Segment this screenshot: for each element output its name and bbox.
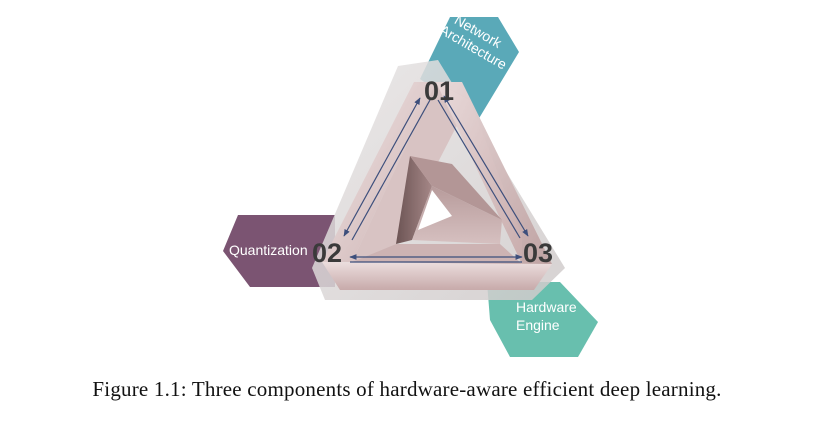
triangle-outer-bottom-face (322, 262, 552, 290)
figure-caption: Figure 1.1: Three components of hardware… (92, 377, 722, 401)
quantization-tab (223, 215, 335, 287)
hardware-engine-tab (487, 282, 598, 357)
node-number-03: 03 (523, 238, 553, 268)
arrow-01-to-02 (343, 97, 421, 237)
hardware-engine-label-line2: Engine (516, 317, 560, 333)
quantization-label: Quantization (229, 242, 308, 258)
node-number-02: 02 (312, 238, 342, 268)
node-number-01: 01 (424, 76, 454, 106)
triangle-inner-hole (418, 190, 452, 230)
arrow-01-to-02-second (351, 99, 431, 241)
arrow-01-to-03 (443, 95, 529, 237)
arrow-01-to-03-second (437, 99, 521, 239)
hardware-engine-label-line1: Hardware (516, 299, 577, 315)
